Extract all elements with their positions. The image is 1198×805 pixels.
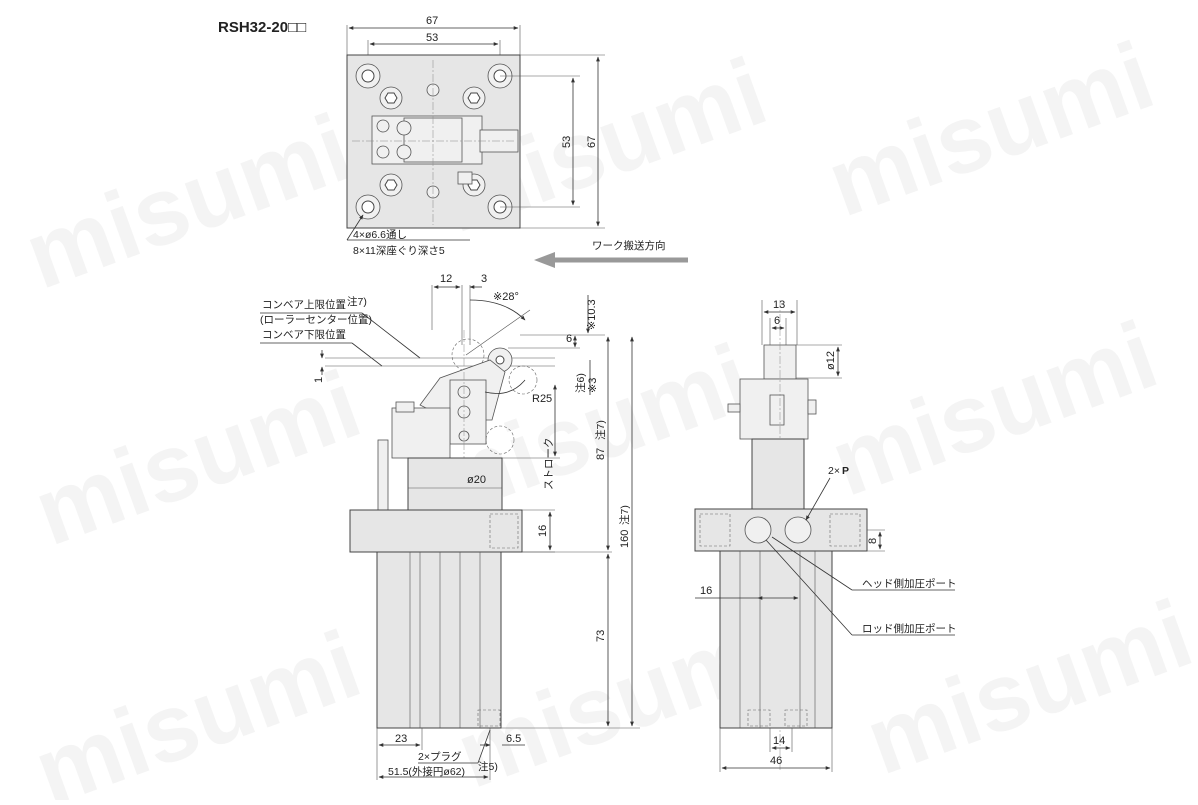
- front-view: 13 6 ø12 2× P 8: [694, 299, 957, 772]
- watermark-1: misumi: [12, 94, 364, 309]
- port-count: 2×: [828, 465, 840, 477]
- dim-46: 46: [770, 755, 782, 767]
- dim-160: 160: [619, 530, 631, 548]
- rod-port-label: ロッド側加圧ポート: [862, 622, 957, 635]
- dim-12: 12: [440, 273, 452, 285]
- angle-28: ※28°: [493, 291, 519, 303]
- dim-3: 3: [481, 273, 487, 285]
- dim-14: 14: [773, 735, 785, 747]
- watermark-3: misumi: [814, 22, 1166, 237]
- plug-label: 2×プラグ: [418, 750, 462, 763]
- watermark-6: misumi: [818, 301, 1170, 516]
- watermark-9: misumi: [853, 580, 1198, 795]
- stroke-label: ストローク: [543, 438, 555, 491]
- front-flange: [694, 508, 868, 552]
- label-upper-limit: コンベア上限位置: [262, 298, 346, 311]
- note-87: 注7): [594, 420, 607, 440]
- dim-10-3: ※10.3: [586, 299, 598, 330]
- dim-53-side: 53: [561, 136, 573, 148]
- note-160: 注7): [618, 505, 631, 525]
- dim-23: 23: [395, 733, 407, 745]
- dim-53-top: 53: [426, 32, 438, 44]
- cylinder-body: [376, 551, 502, 729]
- dim-6-side: 6: [566, 333, 572, 345]
- top-view: 67 53: [346, 15, 605, 257]
- drawing-title: RSH32-20□□: [218, 19, 306, 36]
- label-lower-limit: コンベア下限位置: [262, 328, 346, 341]
- dim-6-5: 6.5: [506, 733, 521, 745]
- dim-13: 13: [773, 299, 785, 311]
- note-7a: 注7): [347, 295, 367, 308]
- watermark-7: misumi: [21, 611, 373, 800]
- dim-16-front: 16: [700, 585, 712, 597]
- watermark-group: misumi misumi misumi misumi misumi misum…: [12, 22, 1198, 805]
- piston-rod: [407, 457, 503, 511]
- hole-note-2: 8×11深座ぐり深さ5: [353, 244, 445, 257]
- dim-8: 8: [867, 538, 879, 544]
- lever-mechanism: [352, 60, 519, 225]
- front-body: [719, 550, 833, 729]
- front-rod: [751, 438, 805, 510]
- dim-67-top: 67: [426, 15, 438, 27]
- dim-1: 1: [313, 377, 325, 383]
- dim-87: 87: [595, 448, 607, 460]
- head-port-label: ヘッド側加圧ポート: [862, 577, 957, 590]
- dim-67-side: 67: [586, 136, 598, 148]
- note-6: 注6): [574, 373, 587, 393]
- dim-6-front: 6: [774, 315, 780, 327]
- bottom-label: 51.5(外接円ø62): [388, 765, 465, 778]
- work-direction: ワーク搬送方向: [534, 239, 688, 268]
- work-direction-label: ワーク搬送方向: [592, 239, 666, 252]
- dim-16-side: 16: [537, 525, 549, 537]
- note-5: 注5): [478, 760, 498, 773]
- hole-note-1: 4×ø6.6通し: [353, 229, 407, 241]
- flange: [349, 509, 523, 553]
- dim-phi12: ø12: [825, 351, 837, 370]
- radius-r25: R25: [532, 393, 552, 405]
- dim-73: 73: [595, 630, 607, 642]
- counterbore-holes: [355, 63, 513, 220]
- label-roller-center: (ローラーセンター位置): [260, 313, 372, 326]
- port-letter: P: [842, 465, 849, 477]
- dim-phi20: ø20: [467, 474, 486, 486]
- dim-3-note: ※3: [587, 378, 599, 393]
- side-view: 12 3 ※28° ※10.3 6 ※3 注6) コンベア上限位置 注7) (ロ…: [260, 273, 640, 780]
